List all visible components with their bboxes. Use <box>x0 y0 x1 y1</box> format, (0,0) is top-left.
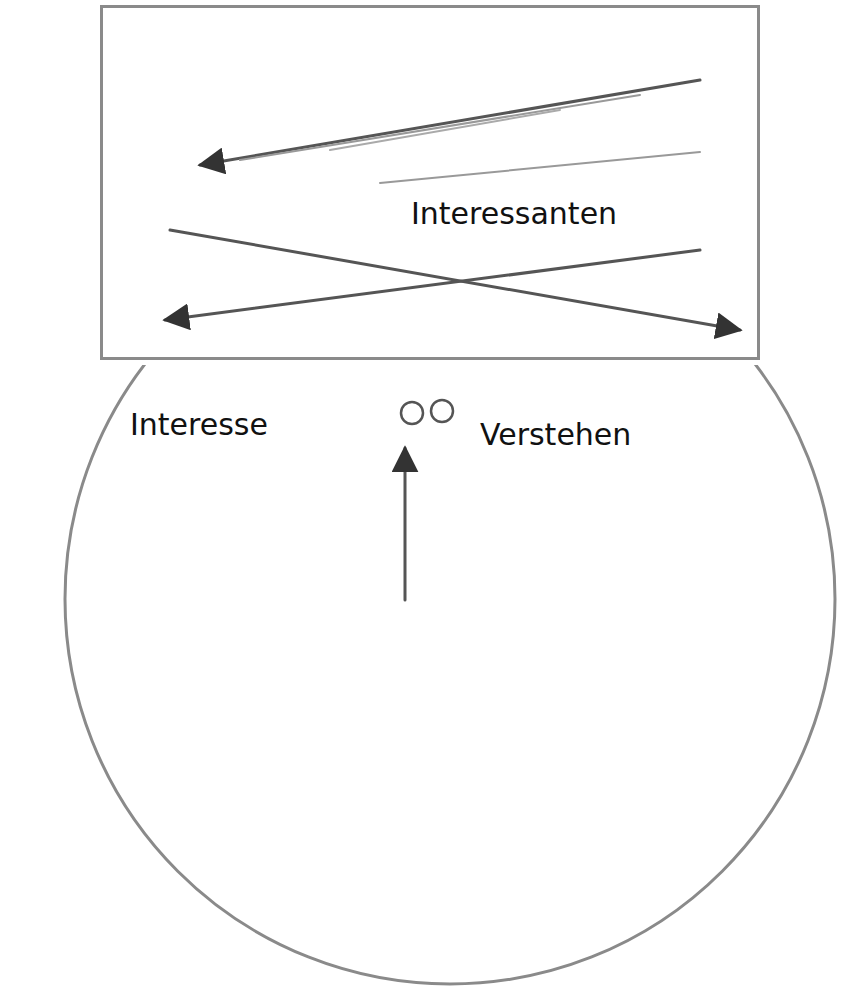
circle-outline <box>55 365 845 987</box>
hat-box: Interessanten <box>100 5 760 360</box>
node-label: Verstehen <box>477 417 634 453</box>
cross-arrow <box>170 230 740 330</box>
hatch-stroke <box>380 152 700 183</box>
node-label: Interessanten <box>408 196 620 232</box>
eye <box>401 402 423 424</box>
hatch-stroke <box>240 95 640 160</box>
cross-arrow <box>165 250 700 320</box>
eye <box>431 400 453 422</box>
left-arrow <box>200 80 700 165</box>
head-circle: Interesse Verstehen <box>55 365 845 987</box>
circle-line <box>65 365 835 984</box>
hatch-stroke <box>330 110 560 150</box>
nose-arrow <box>404 448 407 600</box>
node-label: Interesse <box>127 407 271 443</box>
